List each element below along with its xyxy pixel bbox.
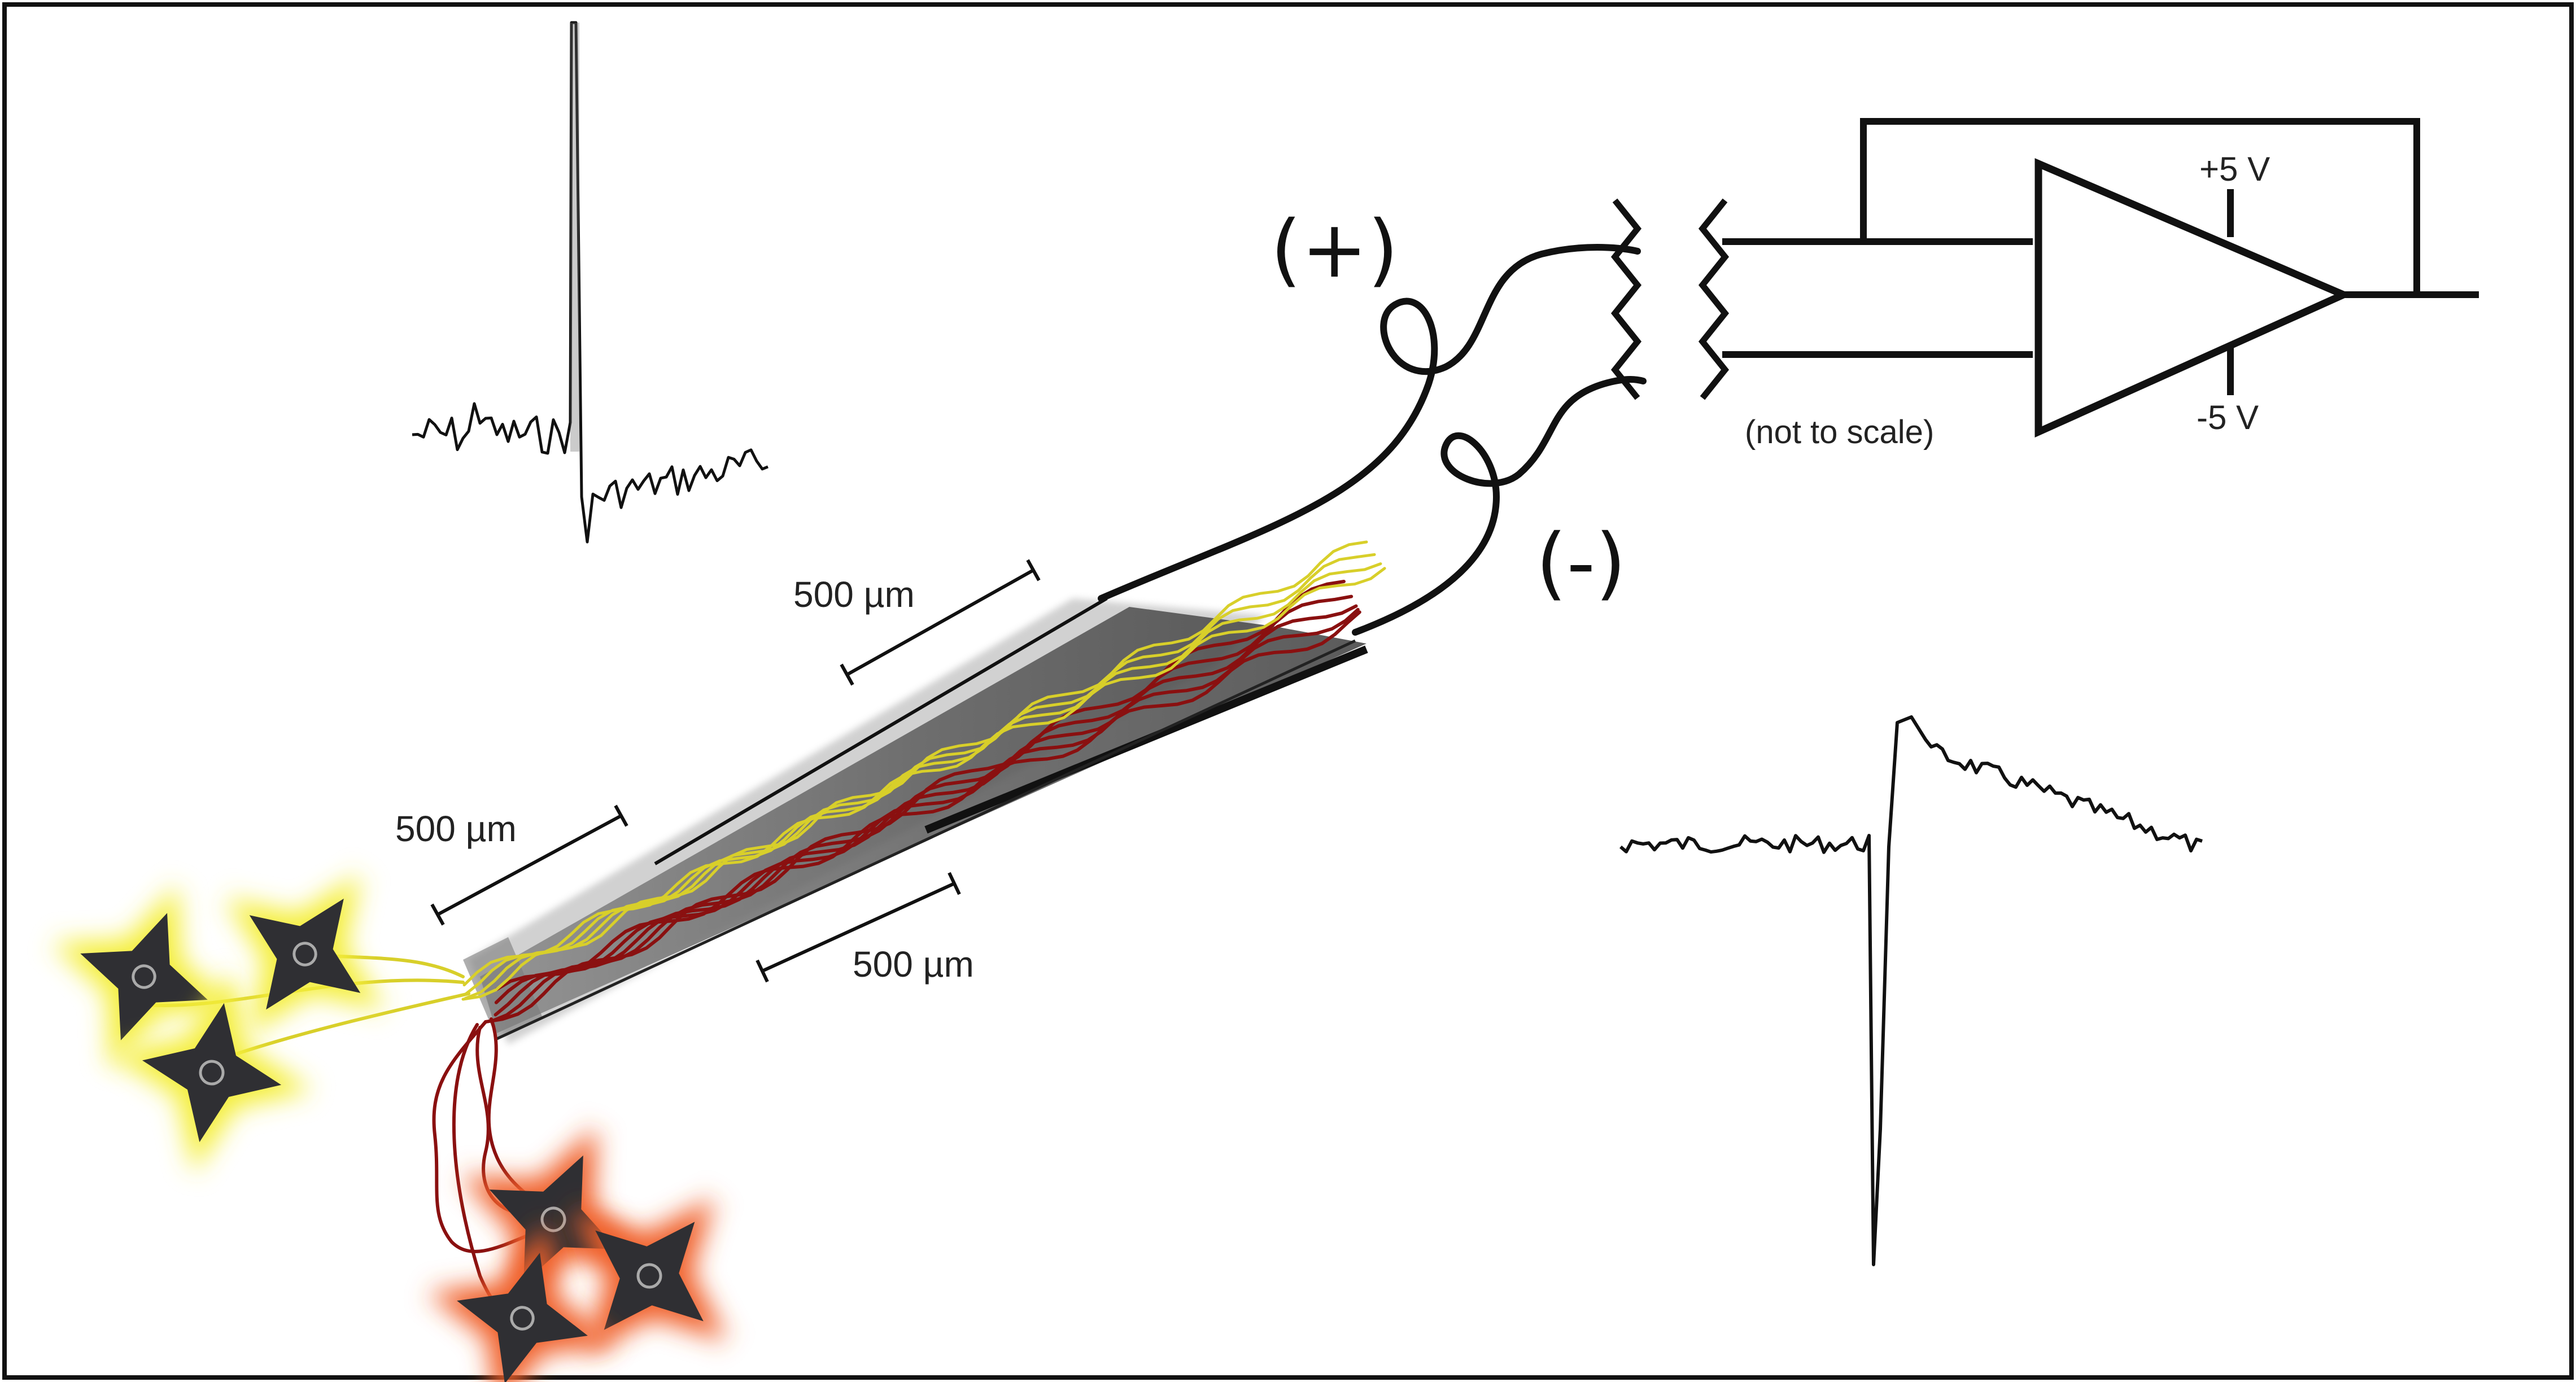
axon-strand — [495, 610, 1361, 991]
axon-strand — [462, 567, 1386, 987]
wire-break-zigzag-icon — [1610, 198, 1730, 400]
positive-wire — [1098, 244, 1641, 602]
positive-terminal-label: (+) — [1270, 204, 1399, 296]
neuron-cell-icon — [111, 972, 313, 1174]
spike-trace-top — [412, 21, 769, 544]
neuron-cell-icon — [427, 1223, 618, 1382]
amplifier-circuit — [1722, 118, 2479, 395]
scale-bar-bottom — [756, 872, 961, 983]
scale-label-left: 500 µm — [395, 808, 517, 849]
scale-bar-top — [840, 559, 1041, 686]
scale-label-top: 500 µm — [793, 574, 915, 615]
spike-trace-bottom — [1619, 715, 2203, 1266]
yellow-axon-bundle — [145, 540, 1386, 1063]
axon-strand — [432, 1020, 555, 1253]
axon-strand — [461, 540, 1368, 1001]
axon-strand — [494, 607, 1360, 1004]
axon-strand — [490, 594, 1354, 1023]
axon-strand — [494, 604, 1358, 1017]
neuron-cell-icon — [571, 1197, 728, 1354]
neuron-cell-icon — [51, 884, 237, 1069]
amplifier-triangle-icon — [2034, 158, 2353, 438]
axon-strand — [484, 580, 1346, 1024]
positive-supply-label: +5 V — [2199, 150, 2270, 188]
not-to-scale-note: (not to scale) — [1745, 414, 1934, 451]
neuron-cell-icon — [224, 873, 386, 1035]
scale-label-bottom: 500 µm — [853, 944, 974, 985]
negative-wire — [1352, 375, 1647, 636]
negative-supply-label: -5 V — [2197, 399, 2259, 436]
electrode-wires — [1098, 244, 1647, 636]
neuron-group — [51, 873, 728, 1382]
scale-bar-left — [430, 804, 628, 926]
negative-terminal-label: (-) — [1536, 517, 1626, 609]
